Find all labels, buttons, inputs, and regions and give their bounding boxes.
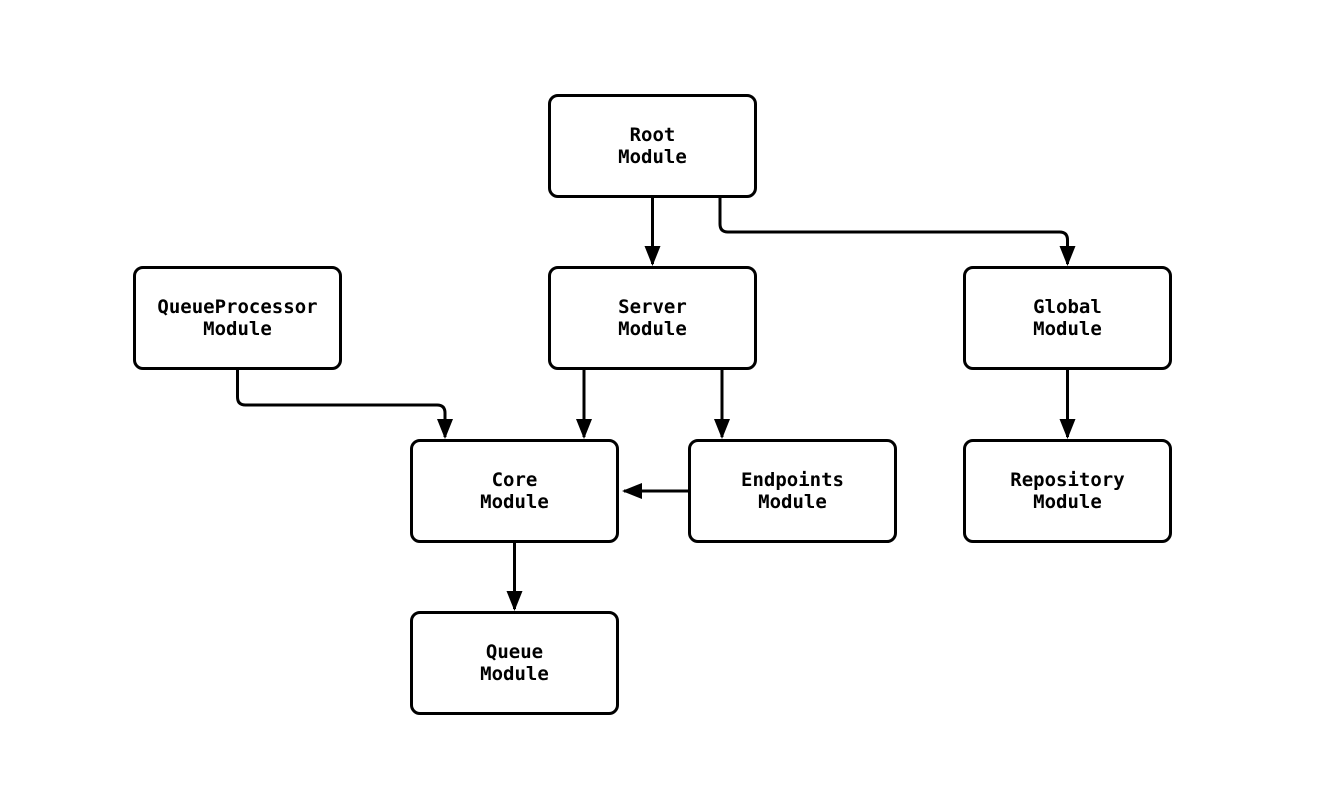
node-root-module-label: Root Module <box>618 124 687 168</box>
edge-root-to-global-arrow <box>718 198 1076 266</box>
node-core-module-label: Core Module <box>480 469 549 513</box>
node-queueprocessor-module-label: QueueProcessor Module <box>157 296 318 340</box>
node-repository-module-label: Repository Module <box>1010 469 1125 513</box>
node-core-module: Core Module <box>410 439 619 543</box>
node-root-module: Root Module <box>548 94 757 198</box>
edge-queueprocessor-to-core-arrow <box>236 370 453 439</box>
node-queue-module: Queue Module <box>410 611 619 715</box>
node-global-module: Global Module <box>963 266 1172 370</box>
node-global-module-label: Global Module <box>1033 296 1102 340</box>
node-repository-module: Repository Module <box>963 439 1172 543</box>
node-queue-module-label: Queue Module <box>480 641 549 685</box>
node-endpoints-module: Endpoints Module <box>688 439 897 543</box>
node-server-module-label: Server Module <box>618 296 687 340</box>
node-endpoints-module-label: Endpoints Module <box>741 469 844 513</box>
node-server-module: Server Module <box>548 266 757 370</box>
node-queueprocessor-module: QueueProcessor Module <box>133 266 342 370</box>
